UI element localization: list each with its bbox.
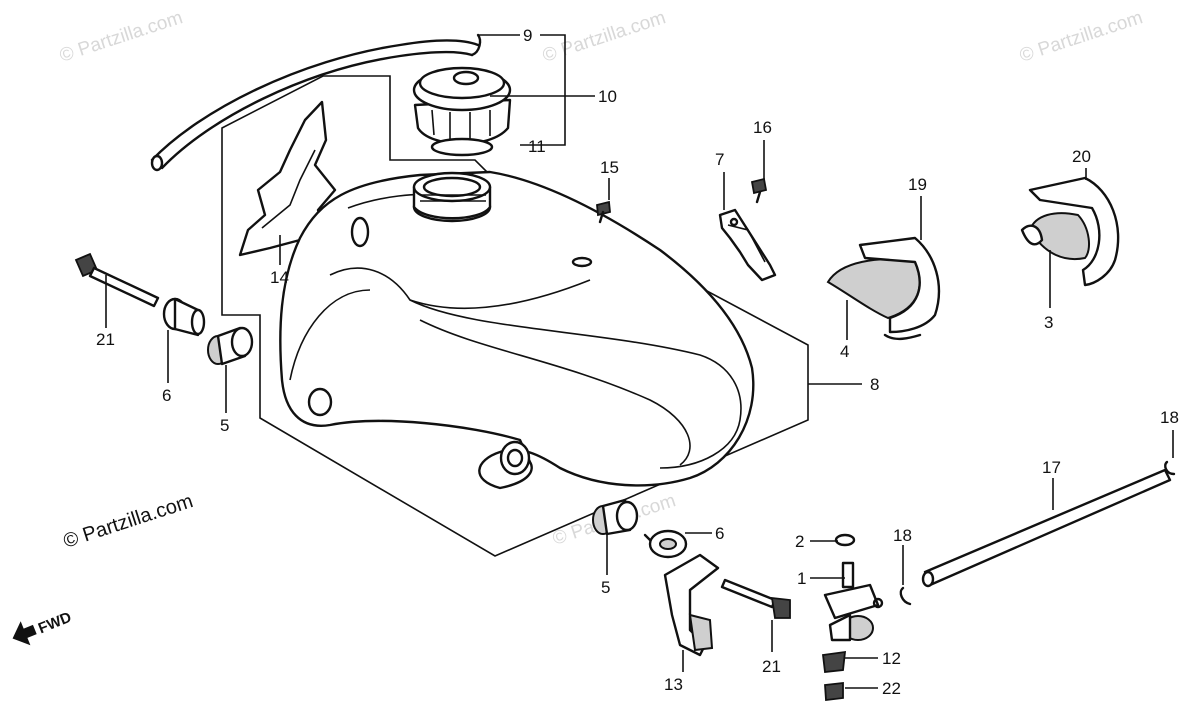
clip-18-upper xyxy=(1164,460,1176,476)
part-number-20: 20 xyxy=(1072,147,1091,166)
screw-15 xyxy=(596,200,611,224)
bracket-13 xyxy=(663,553,720,657)
bolt-21-upper xyxy=(74,252,160,308)
part-number-16: 16 xyxy=(753,118,772,137)
part-number-19: 19 xyxy=(908,175,927,194)
part-number-7: 7 xyxy=(715,150,724,169)
part-number-9: 9 xyxy=(523,26,532,45)
part-number-11: 11 xyxy=(528,137,546,156)
breather-hose xyxy=(150,33,482,172)
part-number-6-upper: 6 xyxy=(162,386,171,405)
forward-arrow-icon xyxy=(12,621,37,646)
cup-12 xyxy=(822,650,847,673)
fuel-tank xyxy=(279,170,755,490)
part-number-21-upper: 21 xyxy=(96,330,115,349)
bolt-16 xyxy=(750,177,768,204)
part-number-22: 22 xyxy=(882,679,901,698)
forward-direction-marker: FWD xyxy=(12,609,74,646)
cap-gasket xyxy=(430,137,494,157)
assembly-outline xyxy=(221,75,809,557)
faint-watermark-3: © Partzilla.com xyxy=(1017,7,1145,67)
part-number-13: 13 xyxy=(664,675,683,694)
clip-18-lower xyxy=(899,586,912,606)
part-number-5-lower: 5 xyxy=(601,578,610,597)
part-number-18-lower: 18 xyxy=(893,526,912,545)
mount-3 xyxy=(1020,212,1091,260)
fuel-cap xyxy=(412,66,512,145)
leader-lines xyxy=(105,34,1174,689)
part-number-18-upper: 18 xyxy=(1160,408,1179,427)
partzilla-watermark: © Partzilla.com xyxy=(61,490,196,553)
part-number-4: 4 xyxy=(840,342,849,361)
part-number-1: 1 xyxy=(797,569,806,588)
bolt-22 xyxy=(824,681,844,702)
part-number-17: 17 xyxy=(1042,458,1061,477)
washer-2 xyxy=(834,533,856,547)
part-number-12: 12 xyxy=(882,649,901,668)
bracket-7 xyxy=(718,208,777,282)
part-number-21-lower: 21 xyxy=(762,657,781,676)
part-number-10: 10 xyxy=(598,87,617,106)
collar-6-lower xyxy=(643,529,688,559)
faint-watermark-1: © Partzilla.com xyxy=(57,7,185,67)
part-number-2: 2 xyxy=(795,532,804,551)
collar-6-upper xyxy=(162,297,206,337)
cushion-5-upper xyxy=(207,326,254,366)
fuel-hose-17 xyxy=(921,468,1172,588)
cover-20 xyxy=(1028,176,1120,287)
faint-watermark-2: © Partzilla.com xyxy=(540,7,668,67)
part-number-14: 14 xyxy=(270,268,289,287)
cover-4 xyxy=(826,236,941,341)
part-number-15: 15 xyxy=(600,158,619,177)
part-number-6-lower: 6 xyxy=(715,524,724,543)
part-number-5-upper: 5 xyxy=(220,416,229,435)
part-number-3: 3 xyxy=(1044,313,1053,332)
bolt-21-lower xyxy=(720,578,791,619)
part-number-8: 8 xyxy=(870,375,879,394)
fuel-valve-1 xyxy=(823,561,884,642)
fwd-label: FWD xyxy=(36,609,74,638)
cushion-5-lower xyxy=(592,498,639,536)
